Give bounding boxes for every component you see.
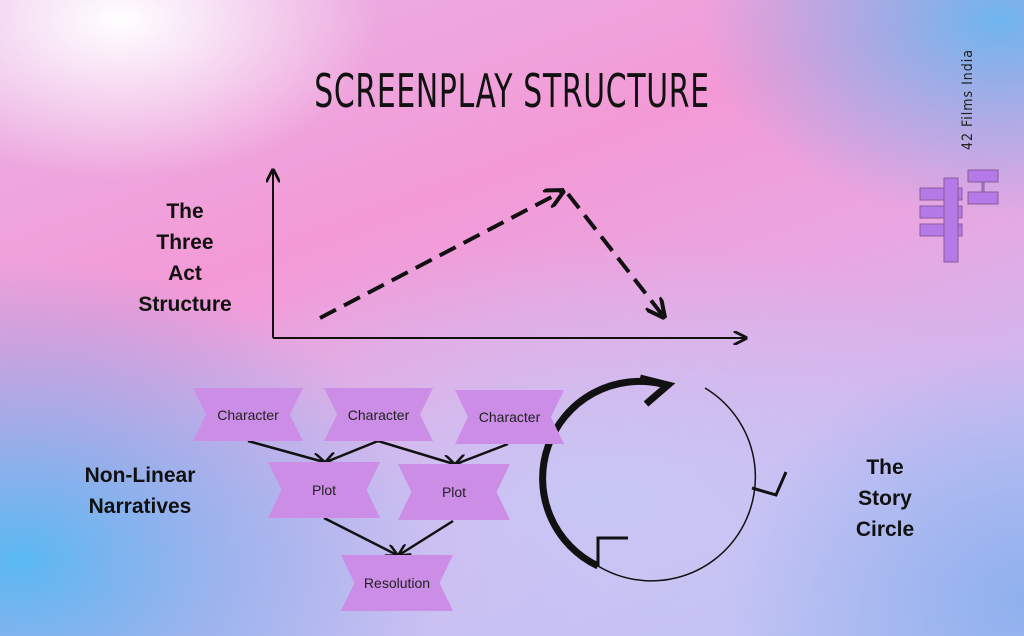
page-title: SCREENPLAY STRUCTURE <box>314 64 710 118</box>
logo-42-icon <box>919 169 999 263</box>
flow-arrows <box>247 439 509 555</box>
rising-action-line <box>319 191 563 320</box>
falling-action-line <box>566 192 664 317</box>
node-character-1: Character <box>193 388 303 441</box>
node-resolution: Resolution <box>341 555 453 611</box>
node-plot-1: Plot <box>268 462 380 518</box>
node-character-2: Character <box>324 388 433 441</box>
story-circle <box>539 374 788 582</box>
node-character-3: Character <box>455 390 564 444</box>
node-plot-2: Plot <box>398 464 510 520</box>
